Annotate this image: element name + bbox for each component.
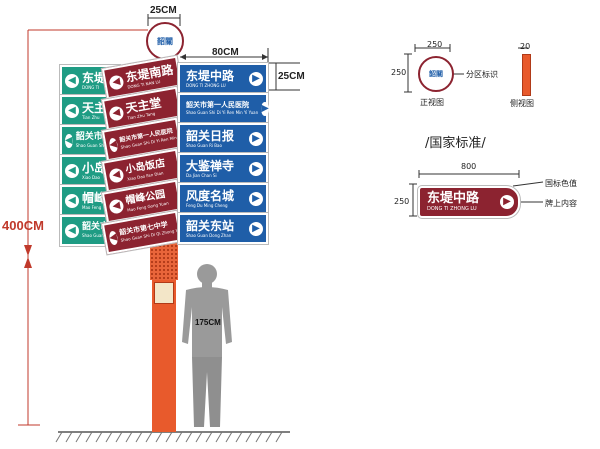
arrow-right-icon: ▶ <box>249 131 263 146</box>
front-view-label: 正视图 <box>420 98 444 107</box>
front-view-dimensions <box>404 44 528 93</box>
arrow-left-icon: ◀ <box>108 166 125 184</box>
sign-width-label: 80CM <box>212 47 239 58</box>
standard-width: 800 <box>461 162 477 171</box>
front-view-emblem-icon: 韶關 <box>418 56 454 92</box>
side-view-label: 侧视图 <box>510 99 534 108</box>
arrow-left-icon: ◀ <box>65 133 73 148</box>
city-emblem-icon: 韶關 <box>146 22 184 60</box>
national-standard-dimensions <box>409 170 544 217</box>
arrow-right-icon: ▶ <box>249 191 263 206</box>
sign-height-label: 25CM <box>278 71 305 82</box>
arrow-right-icon: ▶ <box>500 195 514 209</box>
front-view-callout: 分区标识 <box>466 70 498 79</box>
pole-info-plate <box>154 282 174 304</box>
arrow-right-icon: ▶ <box>249 161 263 176</box>
arrow-left-icon: ◀ <box>65 103 79 118</box>
arrow-right-icon: ▶ <box>249 71 263 86</box>
arrow-left-icon: ◀ <box>65 163 79 178</box>
side-view-width: 20 <box>520 42 531 51</box>
total-height-label: 400CM <box>2 218 44 233</box>
arrow-left-icon: ◀ <box>108 104 125 122</box>
side-view-bar <box>522 54 531 96</box>
arrow-left-icon: ◀ <box>65 73 79 88</box>
arrow-left-icon: ◀ <box>65 223 79 238</box>
arrow-right-icon: ▶ <box>261 101 269 116</box>
national-standard-title: /国家标准/ <box>425 136 486 151</box>
person-silhouette-icon <box>182 264 232 427</box>
arrow-left-icon: ◀ <box>108 73 125 91</box>
pole-texture-panel <box>150 240 178 280</box>
arrow-left-icon: ◀ <box>108 136 119 153</box>
standard-height: 250 <box>394 197 410 206</box>
arrow-left-icon: ◀ <box>65 193 79 208</box>
front-view-width: 250 <box>427 40 443 49</box>
front-view-height: 250 <box>391 68 407 77</box>
callout-content: 牌上内容 <box>545 199 577 208</box>
arrow-left-icon: ◀ <box>108 197 125 215</box>
arrow-left-icon: ◀ <box>108 229 119 246</box>
callout-color: 国标色值 <box>545 179 577 188</box>
arrow-right-icon: ▶ <box>249 221 263 236</box>
top-width-label: 25CM <box>150 5 177 16</box>
person-height-label: 175CM <box>195 318 221 327</box>
